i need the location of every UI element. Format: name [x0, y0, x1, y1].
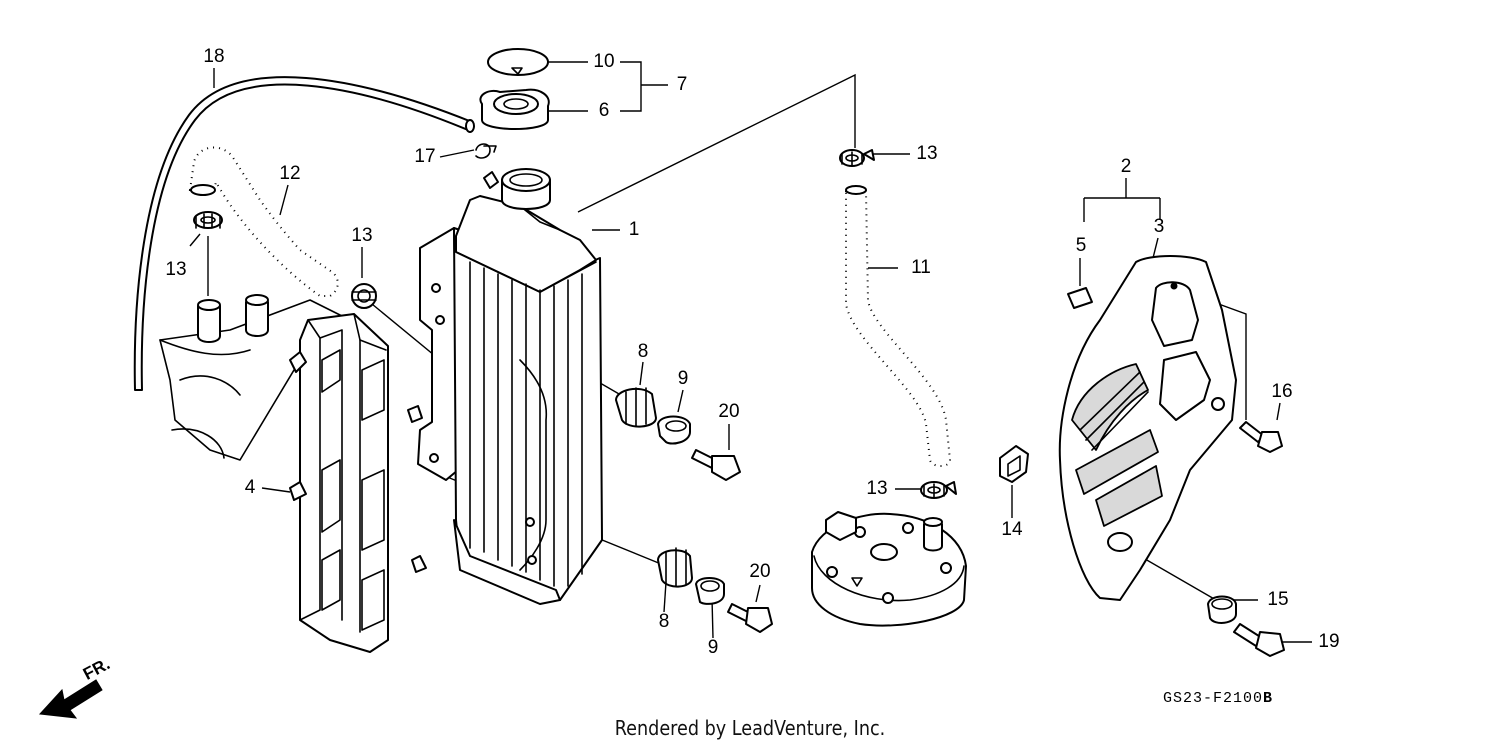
callout-19: 19 — [1318, 631, 1339, 652]
callout-8-lower: 8 — [659, 611, 670, 632]
clamp-lower — [920, 481, 957, 499]
callout-12: 12 — [279, 163, 300, 184]
radiator-1 — [417, 168, 603, 605]
callout-13-top-right: 13 — [916, 143, 937, 164]
radiator-guard-4 — [289, 313, 427, 653]
diagram-code: GS23-F2100B — [1163, 690, 1273, 707]
radiator-hose-11 — [845, 185, 952, 467]
callout-1: 1 — [629, 219, 640, 240]
mount-lower — [657, 547, 773, 633]
callout-4: 4 — [245, 477, 256, 498]
mount-shroud — [1207, 595, 1285, 657]
front-arrow-icon — [38, 679, 103, 719]
clamp-top-right — [839, 149, 875, 167]
callout-13-lower: 13 — [866, 478, 887, 499]
callout-15: 15 — [1267, 589, 1288, 610]
radiator-shroud-3 — [1058, 255, 1237, 601]
callout-6: 6 — [599, 100, 610, 121]
callout-5: 5 — [1076, 235, 1087, 256]
callout-10: 10 — [593, 51, 614, 72]
radiator-hose-12 — [188, 146, 339, 297]
callout-14: 14 — [1001, 519, 1023, 540]
callout-13-left: 13 — [165, 259, 186, 280]
callout-20-upper: 20 — [718, 401, 739, 422]
cylinder-outline — [159, 294, 351, 461]
callout-16: 16 — [1271, 381, 1292, 402]
clamp-mid — [351, 283, 377, 309]
callout-9-upper: 9 — [678, 368, 689, 389]
hose-clamps-13 — [193, 149, 957, 499]
clamp-left — [193, 211, 223, 229]
callout-8-upper: 8 — [638, 341, 649, 362]
callout-9-lower: 9 — [708, 637, 719, 658]
render-credit: Rendered by LeadVenture, Inc. — [614, 716, 886, 740]
callout-20-lower: 20 — [749, 561, 770, 582]
diagram-code-main: GS23-F2100 — [1163, 690, 1264, 707]
callout-3: 3 — [1154, 216, 1165, 237]
callout-11: 11 — [911, 257, 931, 278]
callout-17: 17 — [414, 146, 435, 167]
cap-parts — [475, 48, 550, 159]
callout-13-mid: 13 — [351, 225, 372, 246]
diagram-code-suffix: B — [1263, 690, 1274, 707]
cylinder-head — [811, 511, 967, 627]
bolt-16 — [1239, 421, 1283, 453]
callout-7: 7 — [677, 74, 688, 95]
callout-18: 18 — [203, 46, 224, 67]
callout-2: 2 — [1121, 156, 1132, 177]
hose-clip-14 — [999, 445, 1029, 483]
mount-upper — [615, 387, 741, 481]
breather-hose-18 — [133, 76, 475, 391]
callout-labels: 18 10 7 6 17 12 13 13 13 13 1 11 2 3 5 8… — [165, 46, 1339, 658]
